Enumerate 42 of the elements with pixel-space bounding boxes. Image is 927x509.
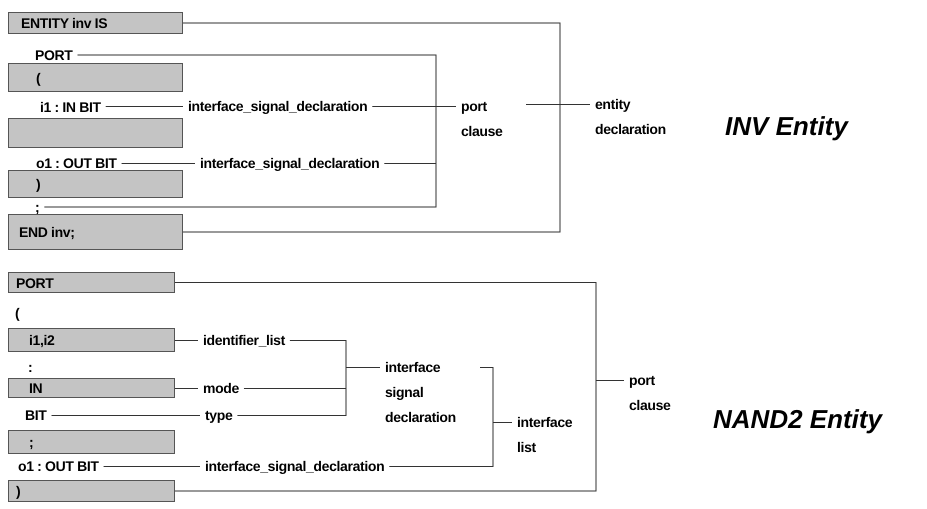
code-line: o1 : OUT BIT	[36, 154, 117, 172]
code-line: PORT	[35, 47, 72, 63]
code-box: PORT	[8, 272, 175, 293]
code-line: :	[28, 360, 32, 374]
code-line: o1 : OUT BIT	[18, 457, 99, 475]
code-box: ENTITY inv IS	[8, 12, 183, 34]
connector-line	[174, 340, 198, 341]
syntax-label: mode	[203, 376, 239, 401]
syntax-label: interface signal declaration	[385, 355, 475, 430]
code-box: ;	[8, 430, 175, 454]
syntax-label: type	[205, 403, 232, 428]
syntax-label: port clause	[629, 368, 694, 418]
connector-line	[384, 106, 456, 164]
code-line: ;	[35, 201, 40, 213]
connector-line	[105, 106, 184, 107]
code-box: IN	[8, 378, 175, 398]
syntax-label: interface list	[517, 410, 592, 460]
connector-line	[174, 388, 198, 389]
code-line: BIT	[25, 406, 47, 424]
connector-line	[103, 466, 200, 467]
entity-title: INV Entity	[725, 110, 848, 142]
code-box: (	[8, 63, 183, 92]
syntax-label: interface_signal_declaration	[205, 454, 384, 479]
connector-line	[51, 415, 200, 416]
code-box: END inv;	[8, 214, 183, 250]
entity-title: NAND2 Entity	[713, 403, 882, 435]
connector-line	[388, 422, 512, 467]
code-box: )	[8, 170, 183, 198]
code-line: i1 : IN BIT	[40, 98, 101, 116]
connector-line	[526, 104, 590, 105]
connector-line	[236, 367, 380, 416]
syntax-label: interface_signal_declaration	[188, 94, 368, 119]
syntax-label: interface_signal_declaration	[200, 151, 380, 176]
syntax-label: identifier_list	[203, 328, 285, 353]
syntax-label: port clause	[461, 94, 521, 144]
connector-line	[174, 380, 624, 492]
code-box: )	[8, 480, 175, 502]
code-line: (	[15, 305, 20, 321]
code-box: i1,i2	[8, 328, 175, 352]
connector-line	[121, 163, 196, 164]
syntax-label: entity declaration	[595, 92, 690, 142]
empty-code-box	[8, 118, 183, 148]
